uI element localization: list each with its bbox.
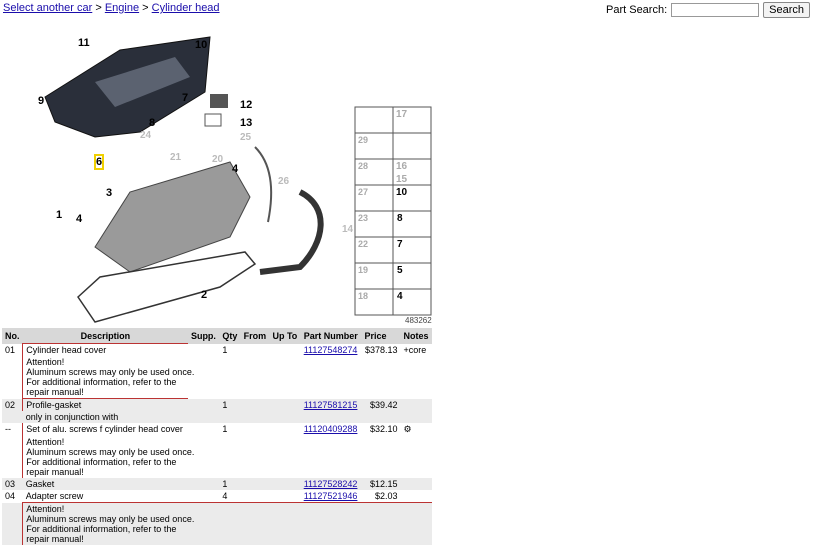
- breadcrumb: Select another car > Engine > Cylinder h…: [3, 2, 220, 14]
- part-link-11127521946[interactable]: 11127521946: [303, 491, 358, 501]
- image-number: 483262: [405, 316, 432, 325]
- panel-22[interactable]: 22: [358, 239, 368, 249]
- part-search-input[interactable]: [671, 3, 760, 17]
- parts-set-icon[interactable]: ⚙: [403, 424, 412, 434]
- search-button[interactable]: Search: [763, 2, 810, 18]
- hardware-panel-left: 29 28 27 23 22 19 18: [358, 135, 368, 301]
- panel-7[interactable]: 7: [397, 239, 403, 250]
- panel-23[interactable]: 23: [358, 213, 368, 223]
- callout-1[interactable]: 1: [56, 209, 62, 221]
- table-row: -- Set of alu. screws f cylinder head co…: [5, 423, 412, 436]
- callout-14[interactable]: 14: [342, 224, 354, 235]
- table-row: 02 Profile-gasket 1 11127581215 $39.42: [2, 398, 432, 411]
- callout-3[interactable]: 3: [106, 187, 112, 199]
- vent-hose-shape: [259, 189, 324, 275]
- callout-12[interactable]: 12: [240, 99, 252, 111]
- table-row: 04 Adapter screw 4 11127521946 $2.03: [5, 491, 398, 501]
- part-13-shape: [204, 113, 222, 127]
- callout-20[interactable]: 20: [212, 154, 224, 165]
- panel-28[interactable]: 28: [358, 161, 368, 171]
- panel-4[interactable]: 4: [397, 291, 403, 302]
- breadcrumb-separator: >: [142, 2, 149, 14]
- table-header: No. Description Supp. Qty From Up To Par…: [2, 328, 432, 344]
- panel-27[interactable]: 27: [358, 187, 368, 197]
- breadcrumb-separator: >: [95, 2, 102, 14]
- panel-8[interactable]: 8: [397, 213, 403, 224]
- col-price: Price: [361, 328, 401, 344]
- callout-9[interactable]: 9: [38, 95, 44, 107]
- attention-note: Attention! Aluminum screws may only be u…: [22, 356, 432, 399]
- part-search: Part Search: Search: [606, 2, 810, 18]
- part-link-11127581215[interactable]: 11127581215: [303, 399, 358, 410]
- callout-4b[interactable]: 4: [232, 163, 239, 175]
- col-no: No.: [2, 328, 23, 344]
- gasket-shape: [77, 251, 257, 323]
- callout-10[interactable]: 10: [195, 39, 207, 51]
- part-12-shape: [210, 94, 228, 108]
- table-row-note: only in conjunction with: [2, 411, 432, 423]
- callout-24[interactable]: 24: [140, 130, 152, 141]
- parts-diagram: 11 10 9 12 13 7 8 6 3 1 4 2 4 24 25 20 2…: [38, 36, 432, 325]
- diagram-callouts-grey: 24 25 20 21 26 14: [140, 130, 354, 235]
- col-qty: Qty: [219, 328, 241, 344]
- panel-10[interactable]: 10: [396, 187, 408, 198]
- col-part-number: Part Number: [300, 328, 362, 344]
- col-from: From: [240, 328, 270, 344]
- part-link-11127528242[interactable]: 11127528242: [303, 479, 358, 489]
- callout-4[interactable]: 4: [76, 213, 83, 225]
- table-row: 03 Gasket 1 11127528242 $12.15: [2, 478, 432, 490]
- col-supp: Supp.: [187, 328, 220, 344]
- table-row-note: Attention! Aluminum screws may only be u…: [2, 502, 432, 545]
- panel-15[interactable]: 15: [396, 174, 408, 185]
- callout-8[interactable]: 8: [149, 117, 155, 129]
- parts-table: No. Description Supp. Qty From Up To Par…: [2, 328, 432, 545]
- part-link-11127548274[interactable]: 11127548274: [303, 344, 358, 355]
- panel-29[interactable]: 29: [358, 135, 368, 145]
- table-row-note: Attention! Aluminum screws may only be u…: [2, 356, 432, 399]
- callout-25[interactable]: 25: [240, 132, 252, 143]
- callout-26[interactable]: 26: [278, 176, 290, 187]
- part-link-11120409288[interactable]: 11120409288: [303, 424, 358, 434]
- vent-line-shape: [254, 146, 273, 223]
- table-row: 01 Cylinder head cover 1 11127548274 $37…: [5, 343, 427, 356]
- col-description: Description: [22, 328, 188, 344]
- attention-note: Attention! Aluminum screws may only be u…: [22, 502, 432, 545]
- panel-18[interactable]: 18: [358, 291, 368, 301]
- hardware-panel-right: 17 16 15 10 8 7 5 4: [396, 109, 408, 302]
- panel-5[interactable]: 5: [397, 265, 403, 276]
- callout-13[interactable]: 13: [240, 117, 252, 129]
- callout-21[interactable]: 21: [170, 152, 182, 163]
- col-notes: Notes: [400, 328, 432, 344]
- attention-note: Attention! Aluminum screws may only be u…: [22, 436, 432, 478]
- table-row-note: Attention! Aluminum screws may only be u…: [2, 436, 432, 478]
- callout-2[interactable]: 2: [201, 289, 207, 301]
- callout-7[interactable]: 7: [182, 92, 188, 104]
- callout-11[interactable]: 11: [78, 37, 90, 49]
- engine-cover-ribs: [95, 57, 190, 107]
- part-search-label: Part Search:: [606, 4, 668, 16]
- diagram-callouts: 11 10 9 12 13 7 8 6 3 1 4 2 4: [38, 37, 252, 301]
- breadcrumb-cylinder-head[interactable]: Cylinder head: [151, 2, 220, 14]
- callout-6[interactable]: 6: [96, 156, 102, 168]
- panel-16[interactable]: 16: [396, 161, 408, 172]
- col-upto: Up To: [269, 328, 301, 344]
- panel-17[interactable]: 17: [396, 109, 408, 120]
- breadcrumb-engine[interactable]: Engine: [104, 2, 140, 14]
- breadcrumb-select-car[interactable]: Select another car: [3, 2, 93, 14]
- panel-19[interactable]: 19: [358, 265, 368, 275]
- conjunction-note: only in conjunction with: [25, 412, 119, 422]
